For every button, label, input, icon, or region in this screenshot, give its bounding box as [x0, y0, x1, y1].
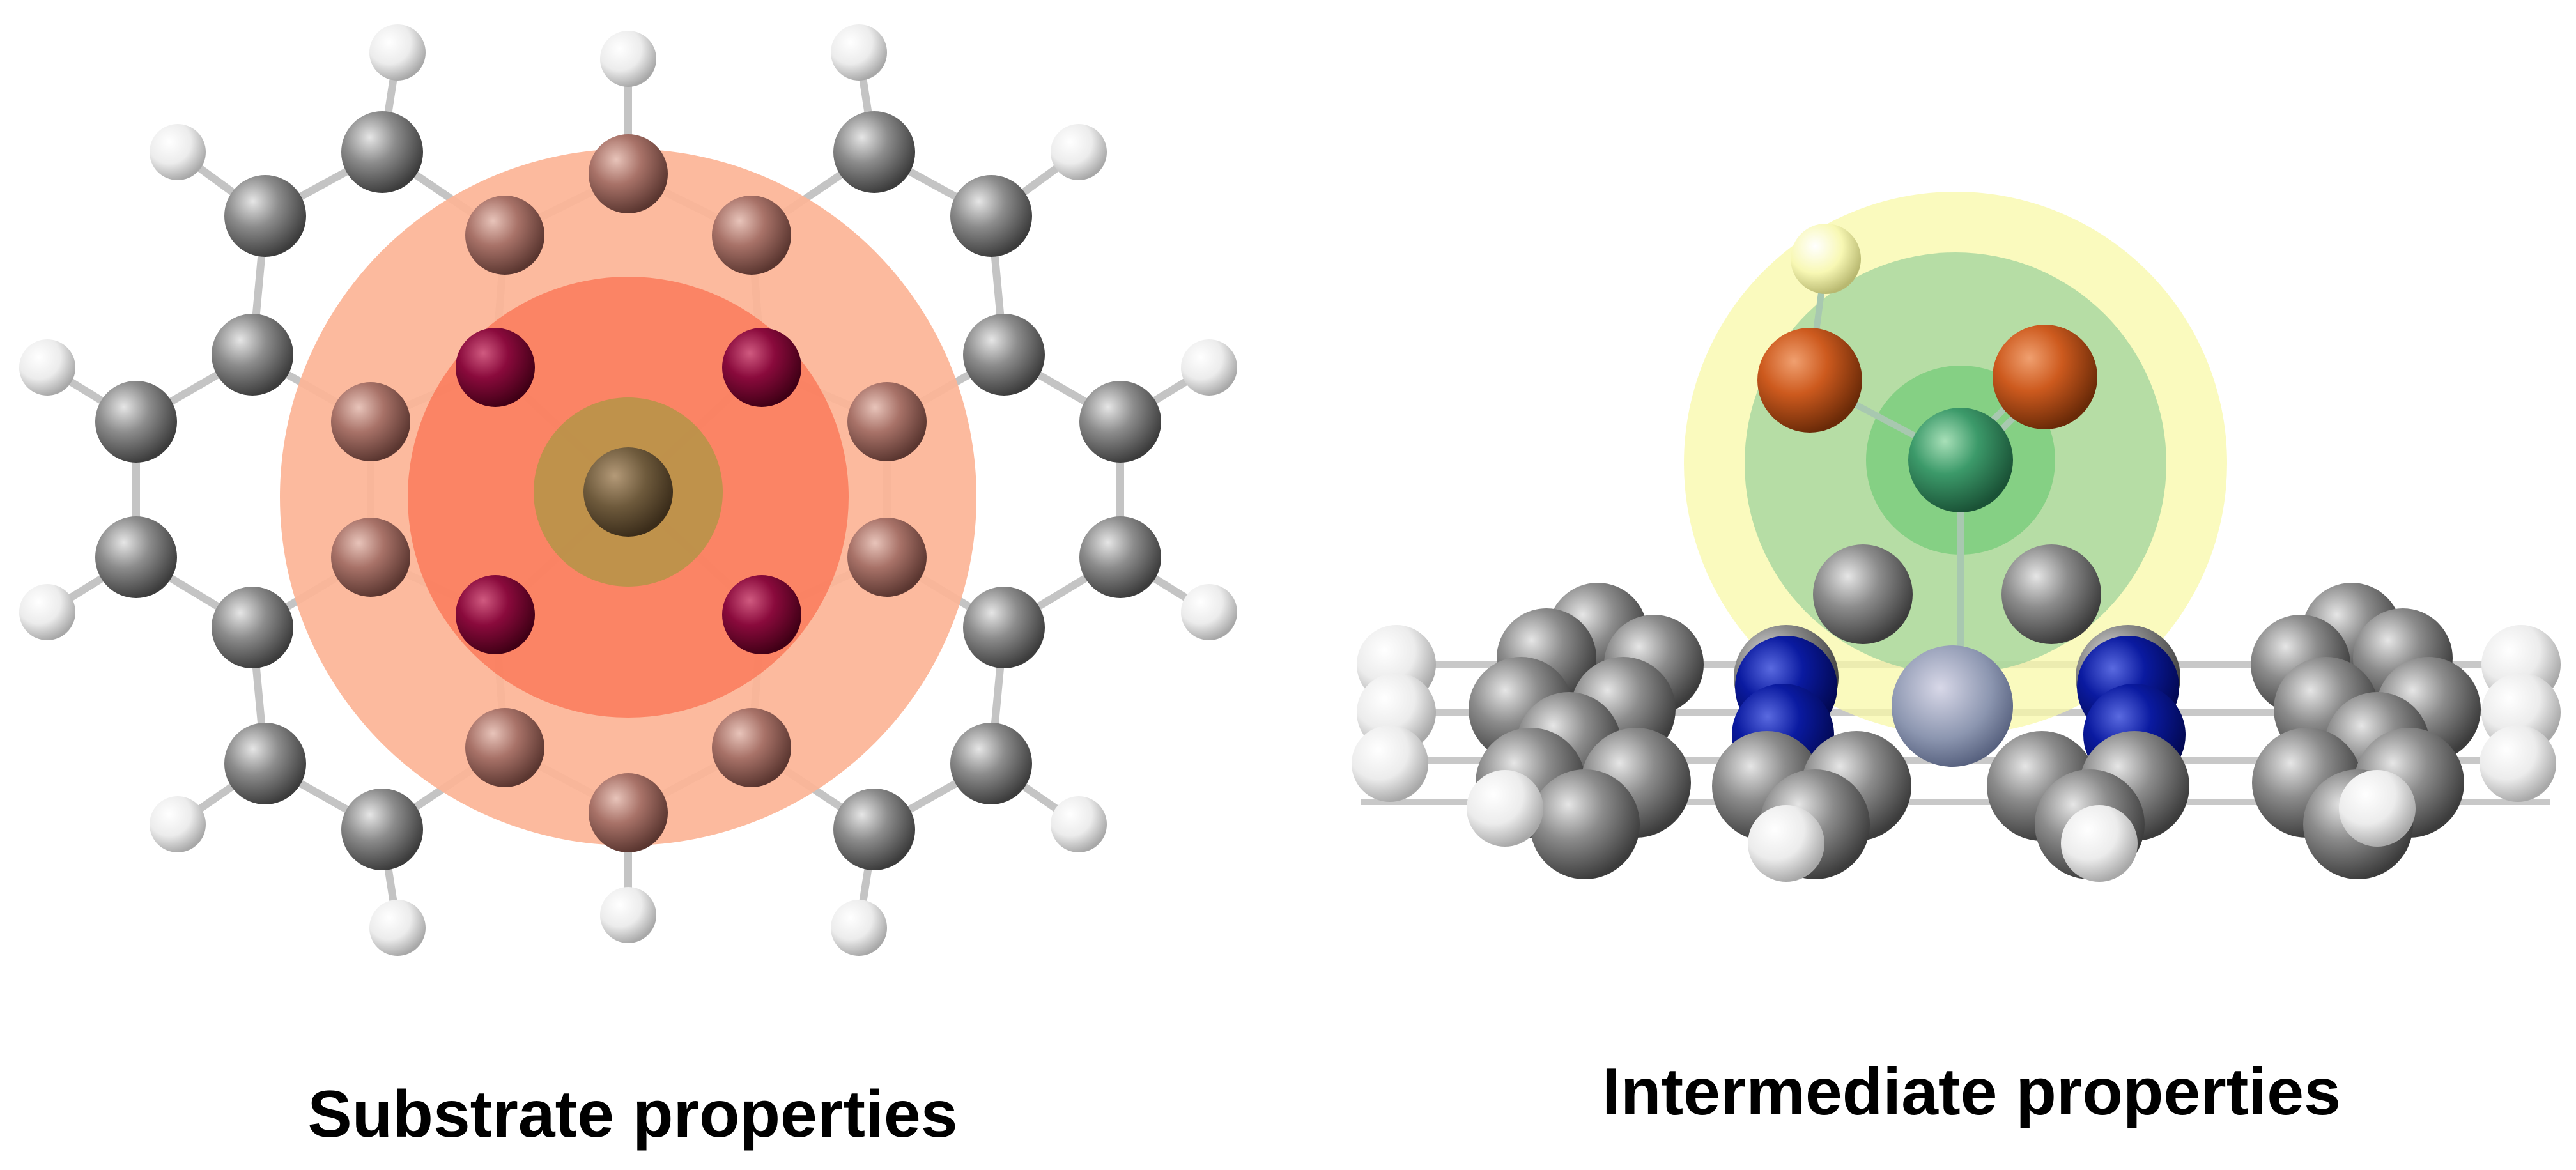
hydrogen-atom	[1352, 725, 1428, 802]
carbon-atom	[950, 723, 1032, 804]
coordinating-carbon-atom	[331, 518, 410, 597]
carbon-atom	[963, 587, 1045, 668]
nitrogen-atom	[456, 328, 535, 407]
coordinating-carbon-atom	[465, 708, 544, 787]
adsorbate-oxygen-atom	[1993, 325, 2097, 429]
coordinating-carbon-atom	[712, 196, 791, 275]
carbon-atom	[1530, 769, 1640, 879]
substrate-panel	[19, 24, 1237, 956]
hydrogen-atom	[2480, 725, 2556, 802]
hydrogen-atom	[2061, 805, 2138, 882]
carbon-atom	[212, 587, 293, 668]
coordinating-carbon-atom	[712, 708, 791, 787]
metal-atom	[583, 447, 673, 537]
nitrogen-atom	[456, 575, 535, 654]
carbon-atom	[2001, 544, 2101, 644]
carbon-atom	[833, 111, 915, 193]
hydrogen-atom	[1181, 339, 1237, 396]
intermediate-panel	[1352, 192, 2561, 882]
carbon-atom	[1079, 516, 1161, 598]
hydrogen-atom	[1051, 796, 1107, 852]
hydrogen-atom	[1467, 770, 1543, 847]
coordinating-carbon-atom	[589, 134, 668, 213]
hydrogen-atom	[19, 339, 75, 396]
adsorbate-oxygen-atom	[1757, 328, 1862, 433]
hydrogen-atom	[831, 24, 887, 81]
hydrogen-atom	[150, 124, 206, 180]
hydrogen-atom	[1051, 124, 1107, 180]
carbon-atom	[341, 111, 423, 193]
intermediate-atoms	[1352, 224, 2561, 882]
adsorbate-hydrogen-atom	[1791, 224, 1861, 294]
carbon-atom	[224, 175, 306, 257]
coordinating-carbon-atom	[847, 382, 927, 461]
intermediate-caption: Intermediate properties	[1602, 1055, 2341, 1129]
adsorbate-center-atom	[1908, 408, 2013, 512]
coordinating-carbon-atom	[331, 382, 410, 461]
carbon-atom	[950, 175, 1032, 257]
hydrogen-atom	[2339, 770, 2416, 847]
substrate-atoms	[19, 24, 1237, 956]
carbon-atom	[1813, 544, 1913, 644]
carbon-atom	[224, 723, 306, 804]
coordinating-carbon-atom	[847, 518, 927, 597]
carbon-atom	[95, 381, 177, 463]
substrate-caption: Substrate properties	[307, 1077, 958, 1151]
carbon-atom	[212, 314, 293, 396]
hydrogen-atom	[1181, 584, 1237, 640]
carbon-atom	[833, 789, 915, 870]
nitrogen-atom	[722, 575, 801, 654]
hydrogen-atom	[369, 24, 426, 81]
carbon-atom	[341, 789, 423, 870]
hydrogen-atom	[1748, 805, 1824, 882]
hydrogen-atom	[150, 796, 206, 852]
hydrogen-atom	[19, 584, 75, 640]
carbon-atom	[1079, 381, 1161, 463]
hydrogen-atom	[369, 900, 426, 956]
coordinating-carbon-atom	[465, 196, 544, 275]
hydrogen-atom	[600, 887, 656, 943]
coordinating-carbon-atom	[589, 773, 668, 852]
carbon-atom	[95, 516, 177, 598]
nitrogen-atom	[722, 328, 801, 407]
metal-atom	[1892, 645, 2013, 767]
hydrogen-atom	[831, 900, 887, 956]
hydrogen-atom	[600, 31, 656, 87]
carbon-atom	[963, 314, 1045, 396]
